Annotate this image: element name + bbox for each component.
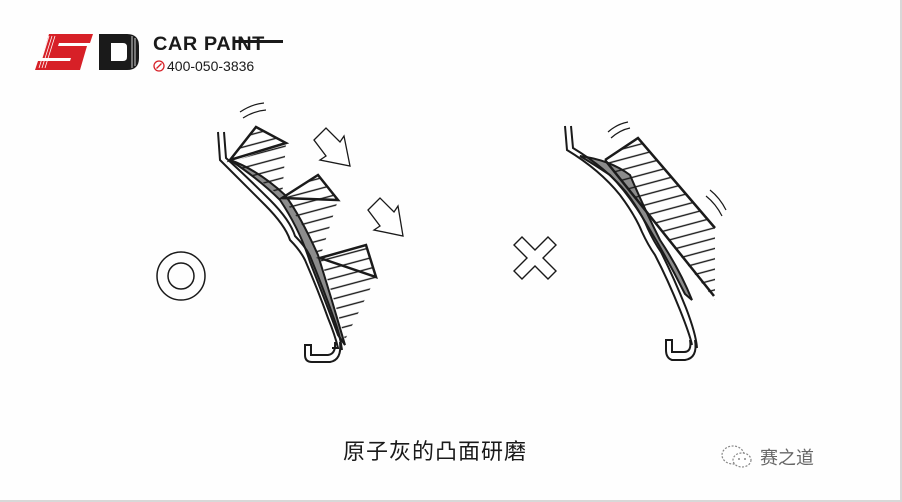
phone-icon — [153, 60, 165, 72]
diagram-caption: 原子灰的凸面研磨 — [343, 440, 528, 465]
brand-underline — [235, 40, 283, 43]
phone-number: 400-050-3836 — [153, 58, 254, 74]
watermark: 赛之道 — [720, 444, 814, 470]
logo: CAR PAINT 400-050-3836 — [35, 32, 295, 82]
wechat-icon — [721, 445, 752, 468]
arrow-down-right-icon — [313, 127, 351, 167]
watermark-text: 赛之道 — [760, 448, 814, 469]
brand-name: CAR PAINT — [153, 34, 265, 55]
phone-text: 400-050-3836 — [167, 58, 255, 74]
incorrect-cross-icon — [513, 236, 557, 280]
arrow-down-right-icon — [367, 197, 404, 237]
right-panel-section — [564, 121, 727, 361]
correct-circle-icon — [156, 251, 206, 301]
sd-logo-mark — [35, 34, 139, 70]
left-panel-section — [217, 102, 404, 363]
